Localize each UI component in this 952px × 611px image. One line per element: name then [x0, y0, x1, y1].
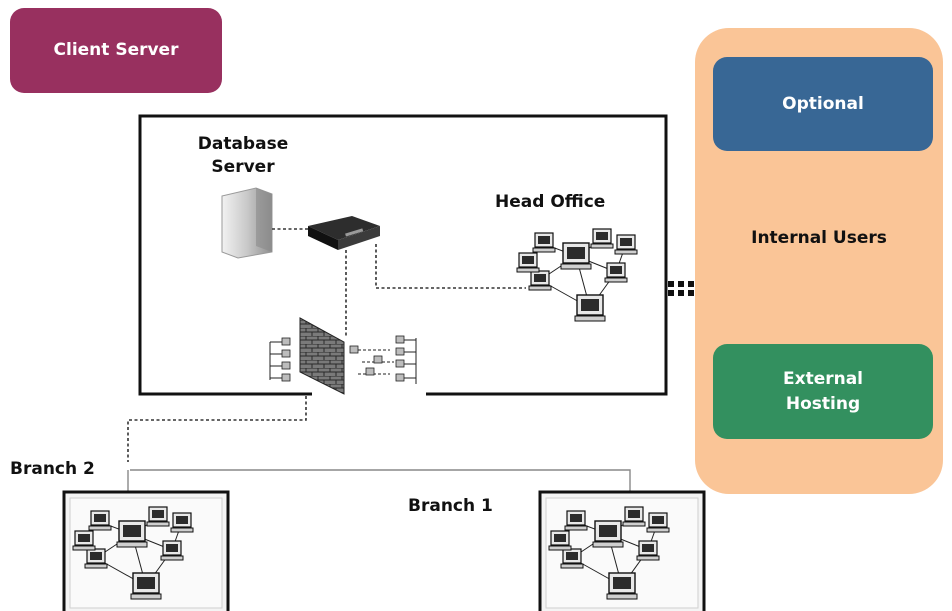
branch-1-label: Branch 1 — [408, 496, 493, 516]
optional-box: Optional — [713, 57, 933, 151]
branch-2-box — [62, 490, 230, 611]
optional-label: Optional — [782, 93, 864, 114]
head-office-computers — [517, 229, 637, 321]
external-hosting-line2: Hosting — [785, 393, 861, 414]
external-hosting-box: External Hosting — [713, 344, 933, 439]
branch-2-label: Branch 2 — [10, 459, 95, 479]
database-server-icon — [221, 187, 273, 259]
client-server-title: Client Server — [10, 8, 222, 93]
router-icon — [308, 216, 380, 250]
client-server-title-text: Client Server — [53, 40, 179, 61]
branch-1-box — [538, 490, 706, 611]
firewall-icon — [269, 317, 417, 395]
internal-users-label: Internal Users — [751, 228, 887, 248]
database-server-label-line1: Database — [197, 134, 289, 154]
head-office-enclosure — [138, 114, 668, 396]
head-office-label: Head Office — [495, 192, 606, 212]
branch-wan-line — [127, 469, 631, 492]
dotted-links — [127, 228, 526, 462]
external-hosting-line1: External — [782, 368, 864, 389]
database-server-label: Database Server — [180, 133, 306, 179]
panel-connector — [668, 281, 694, 296]
database-server-label-line2: Server — [211, 156, 275, 177]
